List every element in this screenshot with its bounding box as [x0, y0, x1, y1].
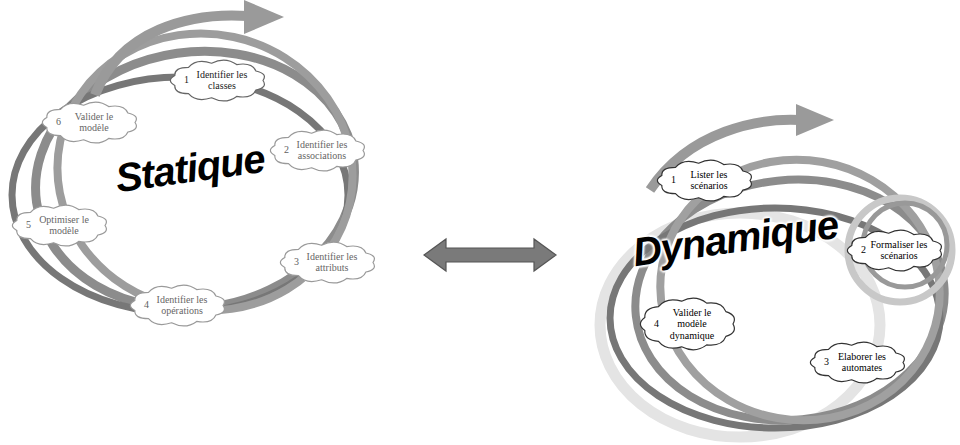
cycle-region: Statique1Identifier les classes2Identifi… — [5, 8, 420, 348]
cloud-shape — [640, 298, 734, 350]
step-number: 6 — [56, 116, 61, 127]
step-cloud: 4Identifier les opérations — [129, 284, 227, 327]
cloud-shape — [810, 342, 904, 383]
cloud-content: 3Identifier les attributs — [294, 251, 362, 273]
cloud-content: 1Lister les scénarios — [671, 169, 739, 191]
double-arrow — [424, 239, 556, 271]
step-cloud: 3Elaborer les automates — [809, 341, 907, 384]
step-label: Valider le modèle — [64, 111, 124, 133]
cloud-content: 1Identifier les classes — [184, 69, 252, 91]
step-cloud: 3Identifier les attributs — [279, 241, 377, 284]
step-label: Lister les scénarios — [679, 169, 739, 191]
cloud-shape — [657, 160, 751, 201]
step-number: 3 — [294, 256, 299, 267]
cycle-arrowhead — [796, 104, 834, 136]
step-number: 5 — [26, 219, 31, 230]
step-label: Optimiser le modèle — [34, 214, 94, 236]
step-number: 2 — [861, 244, 866, 255]
step-number: 1 — [184, 74, 189, 85]
cloud-content: 6Valider le modèle — [56, 111, 124, 133]
step-cloud: 2Identifier les associations — [269, 129, 367, 172]
cycle-ring — [848, 198, 952, 302]
cloud-content: 3Elaborer les automates — [824, 351, 892, 373]
step-label: Identifier les classes — [192, 69, 252, 91]
cloud-shape — [42, 102, 136, 143]
step-number: 4 — [654, 318, 659, 329]
cycle-arrowhead — [244, 0, 284, 34]
cycle-ring — [32, 6, 379, 338]
step-cloud: 1Identifier les classes — [169, 59, 267, 102]
cloud-content: 4Identifier les opérations — [144, 294, 212, 316]
cloud-shape — [130, 285, 224, 326]
cycle-region: Dynamique 1Lister les scénarios 2Formalise… — [560, 95, 956, 440]
step-label: Identifier les associations — [292, 139, 352, 161]
step-number: 1 — [671, 174, 676, 185]
step-cloud: 1Lister les scénarios — [656, 159, 754, 202]
step-label: Valider le modèle dynamique — [662, 307, 722, 341]
cycle-title: Statique — [113, 136, 267, 200]
step-number: 4 — [144, 299, 149, 310]
cycle-ring — [640, 138, 960, 443]
step-cloud: 5Optimiser le modèle — [11, 204, 109, 247]
cloud-content: 4Valider le modèle dynamique — [654, 307, 722, 341]
cloud-content: 2Identifier les associations — [284, 139, 352, 161]
step-label: Formaliser les scénarios — [869, 239, 929, 261]
step-number: 2 — [284, 144, 289, 155]
cloud-shape — [280, 242, 374, 283]
cloud-shape — [270, 130, 364, 171]
cloud-shape — [170, 60, 264, 101]
cloud-shape — [847, 230, 941, 271]
step-cloud: 6Valider le modèle — [41, 101, 139, 144]
cloud-content: 2Formaliser les scénarios — [861, 239, 929, 261]
step-number: 3 — [824, 356, 829, 367]
step-cloud: 2Formaliser les scénarios — [846, 229, 944, 272]
step-cloud: 4Valider le modèle dynamique — [639, 297, 737, 351]
step-label: Identifier les attributs — [302, 251, 362, 273]
step-label: Identifier les opérations — [152, 294, 212, 316]
cloud-shape — [12, 205, 106, 246]
cloud-content: 5Optimiser le modèle — [26, 214, 94, 236]
cycle-title: Dynamique — [630, 202, 841, 274]
step-label: Elaborer les automates — [832, 351, 892, 373]
